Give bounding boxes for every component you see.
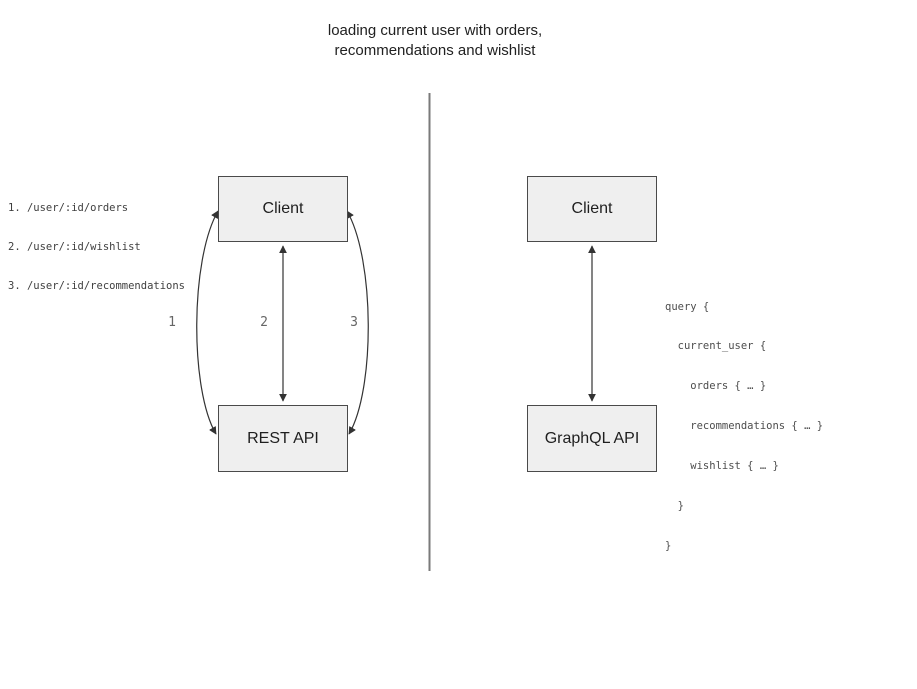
diagram-title-line2: recommendations and wishlist — [334, 42, 536, 59]
query-line-4: wishlist { … } — [665, 460, 779, 473]
query-line-1: current_user { — [665, 340, 767, 353]
rest-api-box: REST API — [218, 405, 348, 472]
rest-endpoint-orders: 1. /user/:id/orders — [8, 202, 129, 214]
graphql-query-code: query { current_user { orders { … } reco… — [665, 274, 823, 580]
graphql-api-box-label: GraphQL API — [544, 429, 640, 447]
graphql-api-box: GraphQL API — [527, 405, 657, 472]
client-box-graphql-label: Client — [571, 200, 613, 217]
client-box-rest-label: Client — [262, 200, 304, 217]
rest-endpoint-list: 1. /user/:id/orders 2. /user/:id/wishlis… — [8, 176, 185, 319]
client-box-graphql: Client — [527, 176, 657, 242]
rest-arrow-1 — [196, 210, 219, 435]
query-line-5: } — [665, 500, 684, 513]
rest-endpoint-recommendations: 3. /user/:id/recommendations — [8, 280, 186, 292]
rest-api-box-label: REST API — [247, 429, 319, 447]
rest-arrow-3 — [346, 210, 369, 435]
rest-endpoint-wishlist: 2. /user/:id/wishlist — [8, 241, 141, 253]
query-line-2: orders { … } — [665, 380, 767, 393]
query-line-0: query { — [665, 300, 710, 313]
arrow-label-2: 2 — [260, 315, 268, 330]
arrow-label-1: 1 — [168, 315, 176, 330]
arrow-label-3: 3 — [350, 315, 358, 330]
diagram-title: loading current user with orders, recomm… — [200, 21, 670, 61]
query-line-3: recommendations { … } — [665, 420, 824, 433]
client-box-rest: Client — [218, 176, 348, 242]
diagram-title-line1: loading current user with orders, — [327, 22, 543, 39]
query-line-6: } — [665, 539, 672, 552]
